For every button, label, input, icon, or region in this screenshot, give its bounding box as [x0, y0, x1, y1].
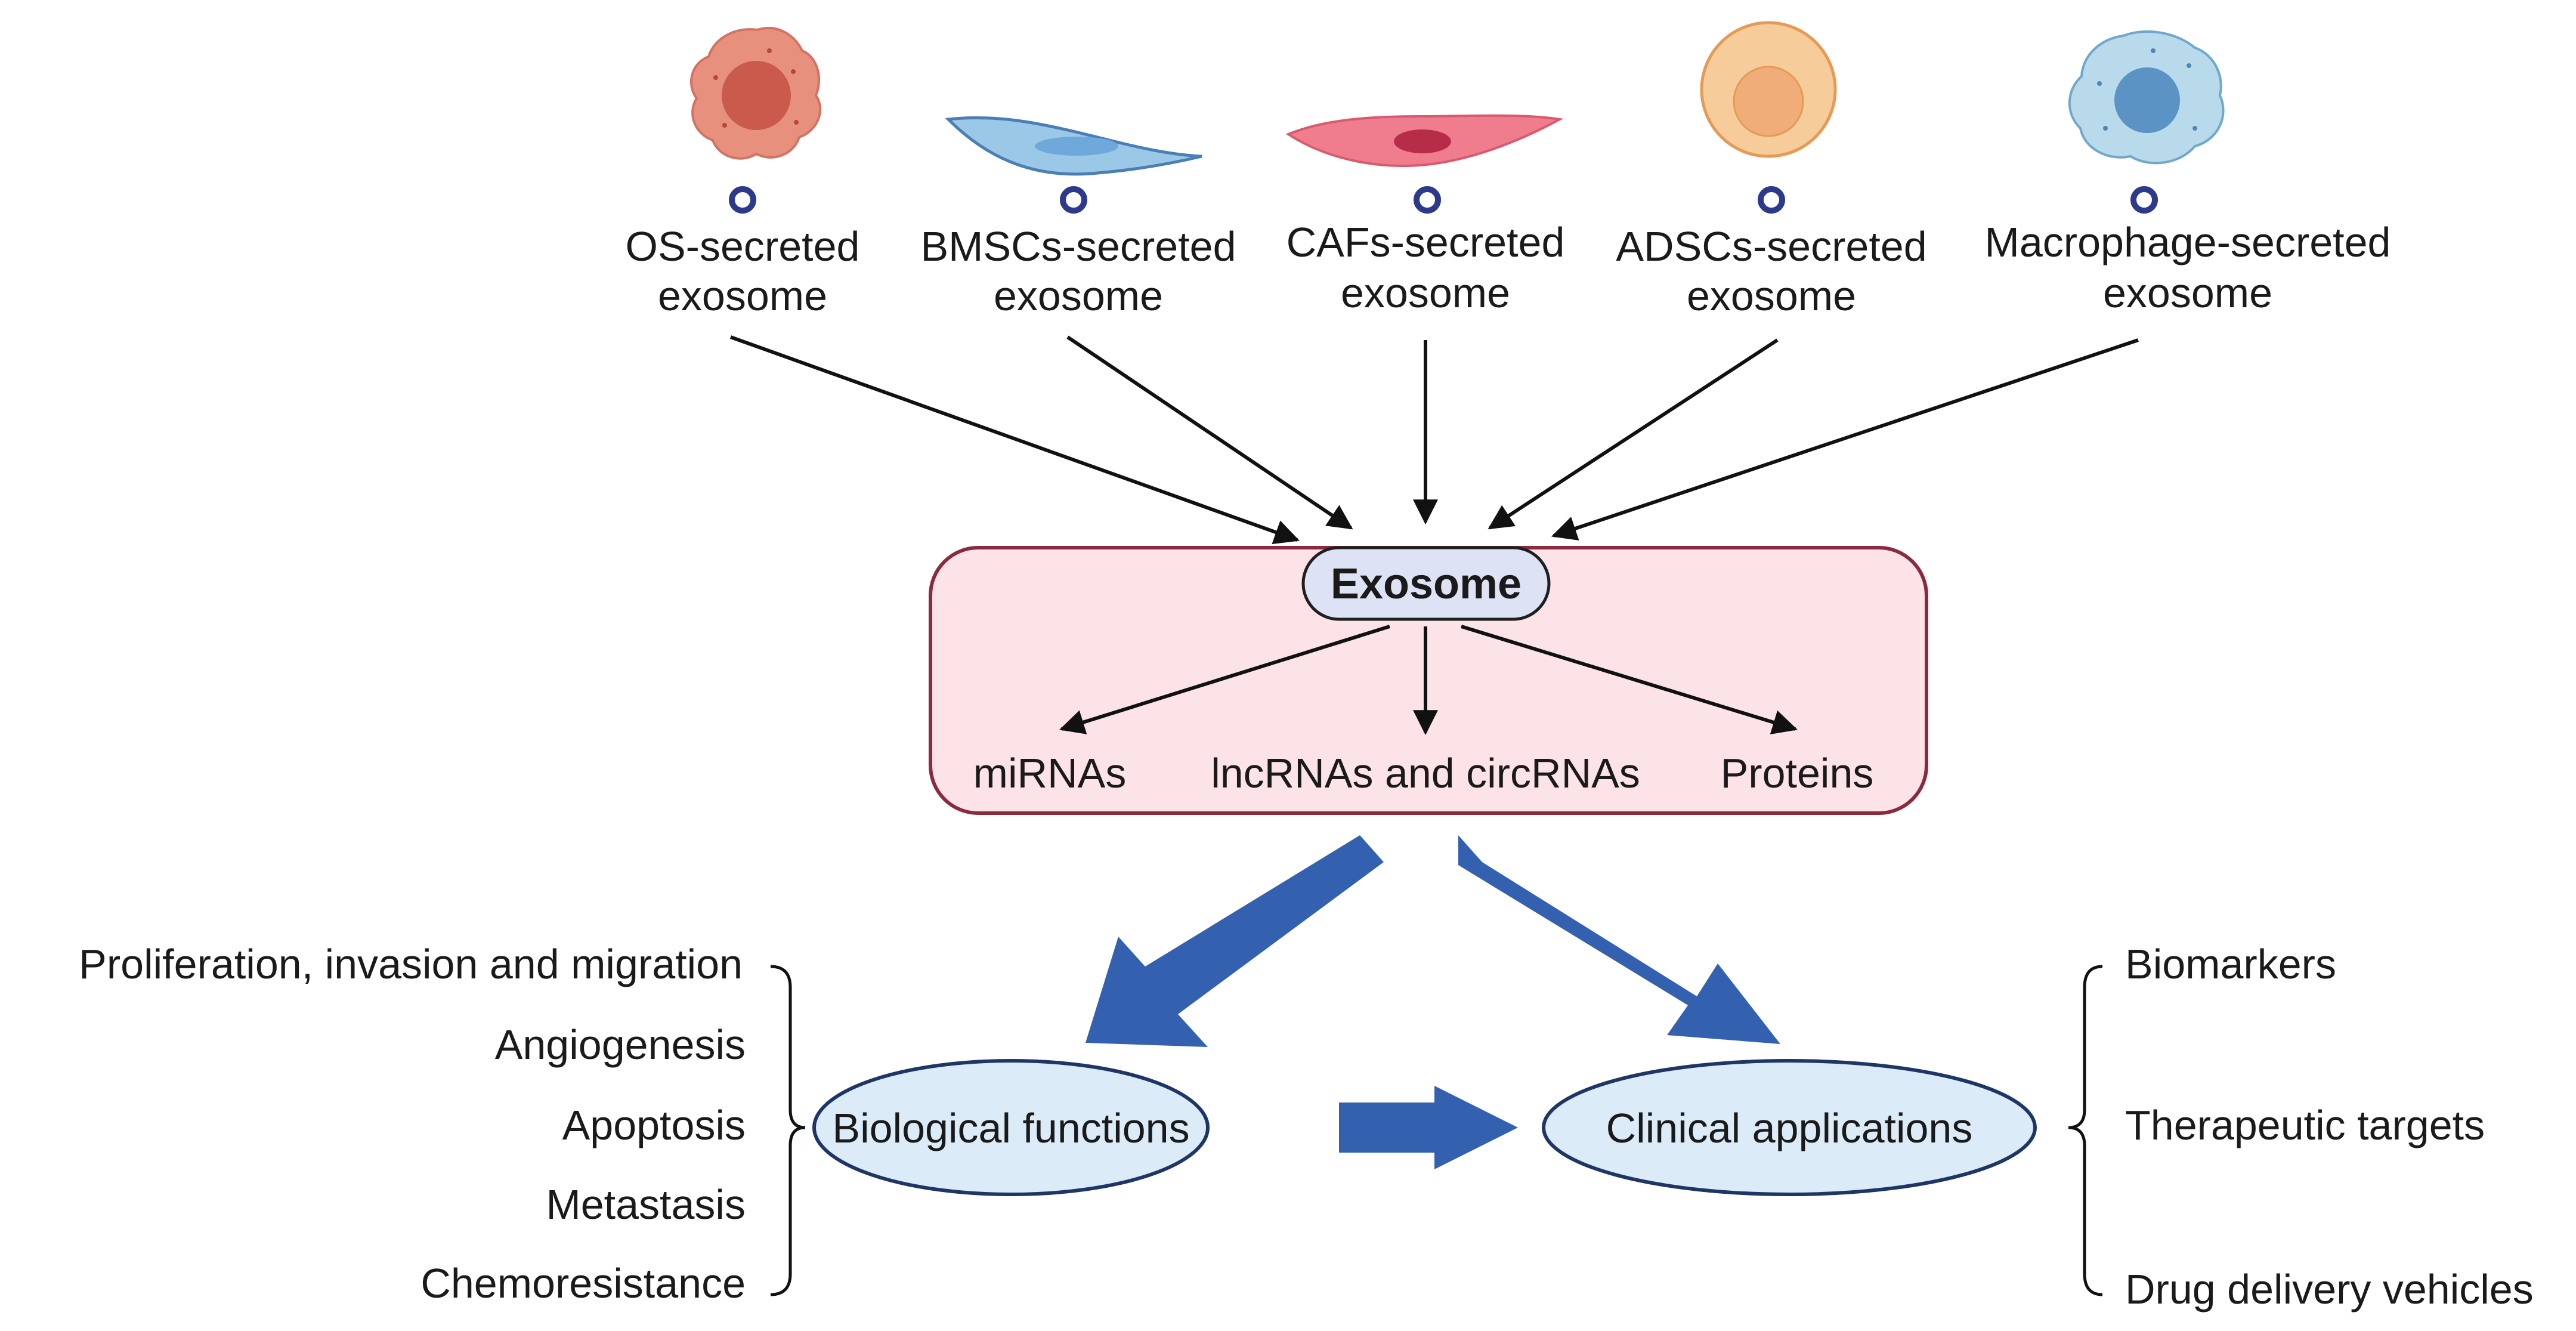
fibroblast-icon	[1285, 114, 1564, 167]
content-lncrnas-circrnas: lncRNAs and circRNAs	[1211, 750, 1640, 796]
big-arrow-to-biological	[1086, 835, 1384, 1047]
source-arrows	[729, 335, 2139, 545]
exosome-marker-icon	[1758, 186, 1785, 214]
source-label-line2: exosome	[994, 273, 1163, 319]
right-brace	[2068, 965, 2103, 1296]
clinical-item: Drug delivery vehicles	[2125, 1266, 2534, 1313]
tumor-cell-icon	[690, 26, 822, 160]
clinical-item: Therapeutic targets	[2125, 1102, 2485, 1148]
arrow-to-mirnas	[1059, 625, 1390, 734]
clinical-item: Biomarkers	[2125, 941, 2336, 987]
arrow-macrophage-to-exosome	[1551, 338, 2139, 541]
clinical-applications-node: Clinical applications	[1542, 1059, 2037, 1196]
exosome-box: Exosome miRNAs lncRNAs and circRNAs Prot…	[929, 546, 1928, 815]
exosome-label: Exosome	[1331, 560, 1522, 608]
macrophage-icon	[2068, 30, 2225, 165]
biological-item: Chemoresistance	[420, 1260, 746, 1307]
arrow-os-to-exosome	[729, 335, 1300, 545]
content-proteins: Proteins	[1721, 750, 1874, 796]
source-label-line2: exosome	[658, 273, 827, 319]
source-bmscs: BMSCs-secreted exosome	[920, 116, 1236, 319]
adipose-cell-icon	[1700, 21, 1837, 158]
arrow-bmscs-to-exosome	[1066, 335, 1353, 530]
biological-list: Proliferation, invasion and migration An…	[79, 941, 806, 1307]
exosome-pill	[1301, 546, 1551, 621]
biological-item: Proliferation, invasion and migration	[79, 941, 743, 987]
biological-functions-node: Biological functions	[812, 1059, 1210, 1196]
source-label-line1: BMSCs-secreted	[920, 223, 1236, 270]
source-label-line1: OS-secreted	[626, 223, 860, 270]
exosome-marker-icon	[1414, 186, 1441, 214]
left-brace	[770, 965, 806, 1296]
biological-item: Apoptosis	[562, 1102, 746, 1148]
clinical-list: Biomarkers Therapeutic targets Drug deli…	[2068, 941, 2534, 1313]
source-label-line1: Macrophage-secreted	[1985, 219, 2391, 265]
source-label-line1: ADSCs-secreted	[1616, 223, 1926, 270]
big-arrow-to-clinical	[1458, 835, 1780, 1044]
source-label-line2: exosome	[1341, 270, 1510, 316]
biological-item: Angiogenesis	[495, 1021, 746, 1068]
source-cafs: CAFs-secreted exosome	[1285, 114, 1565, 316]
source-label-line1: CAFs-secreted	[1287, 219, 1565, 265]
exosome-marker-icon	[1060, 186, 1087, 214]
source-os: OS-secreted exosome	[626, 26, 860, 319]
source-adscs: ADSCs-secreted exosome	[1616, 21, 1927, 319]
exosome-marker-icon	[2130, 186, 2158, 214]
source-label-line2: exosome	[1687, 273, 1856, 319]
source-label-line2: exosome	[2103, 270, 2272, 316]
clinical-applications-label: Clinical applications	[1606, 1105, 1973, 1151]
stem-cell-icon	[945, 116, 1202, 176]
big-arrow-bio-to-clinical	[1339, 1086, 1518, 1169]
content-mirnas: miRNAs	[973, 750, 1127, 796]
biological-functions-label: Biological functions	[832, 1105, 1189, 1151]
exosome-marker-icon	[729, 186, 756, 214]
source-macrophage: Macrophage-secreted exosome	[1985, 30, 2391, 316]
arrow-to-proteins	[1461, 625, 1798, 734]
biological-item: Metastasis	[546, 1181, 746, 1228]
arrow-adscs-to-exosome	[1488, 338, 1779, 530]
big-arrows	[1086, 835, 1780, 1169]
